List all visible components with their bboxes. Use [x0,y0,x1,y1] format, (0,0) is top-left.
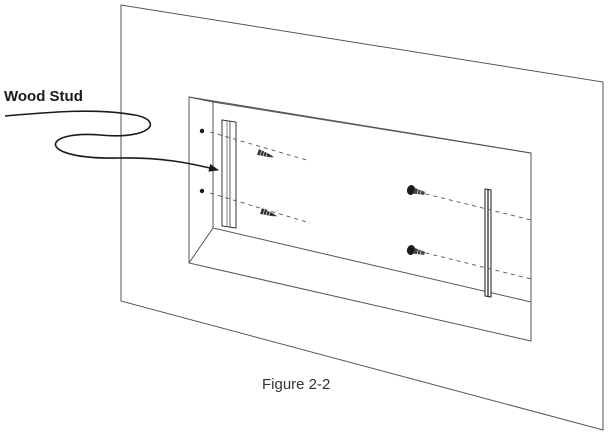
screw-icon [260,208,278,217]
wood-stud [221,119,237,229]
callout-arrow-icon [4,110,219,172]
wall-anchor-icon [406,245,425,255]
figure-caption: Figure 2-2 [262,376,330,393]
wall-panel [120,4,604,431]
cutout-depth-edge-top [188,96,214,103]
cutout-depth-edge-bottom [188,227,214,264]
pilot-hole-bottom [199,188,205,194]
wall-cutout-inner [212,101,532,303]
wall-anchor-icon [406,185,425,195]
mounting-bracket-right [484,188,492,298]
screw-icon [257,149,275,158]
callout-label: Wood Stud [4,88,83,105]
wall-cutout-outer [188,96,532,342]
pilot-hole-top [199,128,205,134]
screw-guide-lines [209,131,532,280]
